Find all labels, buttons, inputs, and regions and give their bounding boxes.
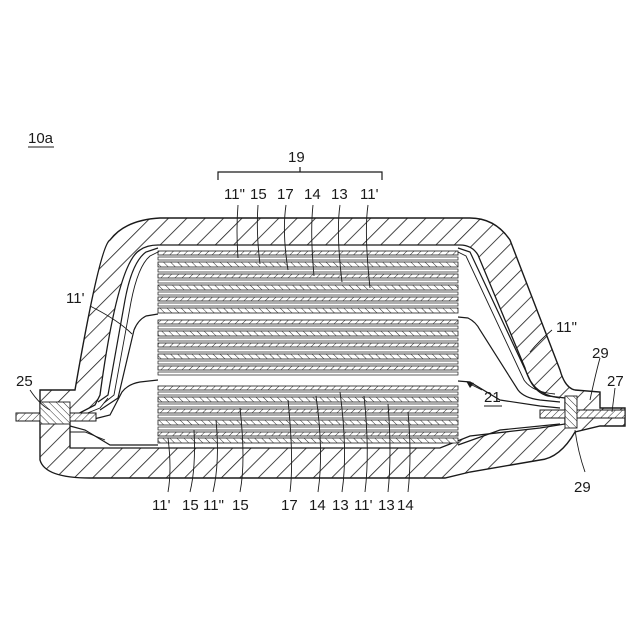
bottom-label: 13 bbox=[378, 497, 395, 514]
right-terminal-label: 27 bbox=[607, 373, 624, 390]
bottom-label: 11' bbox=[152, 497, 171, 514]
top-label: 17 bbox=[277, 186, 294, 203]
bottom-label: 15 bbox=[232, 497, 249, 514]
left-terminal-label: 25 bbox=[16, 373, 33, 390]
left-upper-label: 11' bbox=[66, 290, 85, 307]
bottom-label: 11" bbox=[203, 497, 224, 514]
top-label: 11' bbox=[360, 186, 379, 203]
right-seal-top-label: 29 bbox=[592, 345, 609, 362]
right-upper-label: 11" bbox=[556, 319, 577, 336]
bottom-label: 14 bbox=[397, 497, 414, 514]
space-label-21: 21 bbox=[484, 389, 501, 406]
top-label: 14 bbox=[304, 186, 321, 203]
bottom-label: 11' bbox=[354, 497, 373, 514]
bottom-label: 13 bbox=[332, 497, 349, 514]
top-labels: 11" 15 17 14 13 11' bbox=[224, 186, 379, 203]
top-label: 13 bbox=[331, 186, 348, 203]
group-bracket-19 bbox=[218, 167, 382, 180]
bottom-label: 15 bbox=[182, 497, 199, 514]
figure-id-label: 10a bbox=[28, 130, 54, 147]
top-label: 11" bbox=[224, 186, 245, 203]
right-seal-bottom-label: 29 bbox=[574, 479, 591, 496]
top-label: 15 bbox=[250, 186, 267, 203]
group-label-19: 19 bbox=[288, 149, 305, 166]
bottom-labels: 11' 15 11" 15 17 14 13 11' 13 14 bbox=[152, 497, 414, 514]
bottom-label: 14 bbox=[309, 497, 326, 514]
bottom-label: 17 bbox=[281, 497, 298, 514]
